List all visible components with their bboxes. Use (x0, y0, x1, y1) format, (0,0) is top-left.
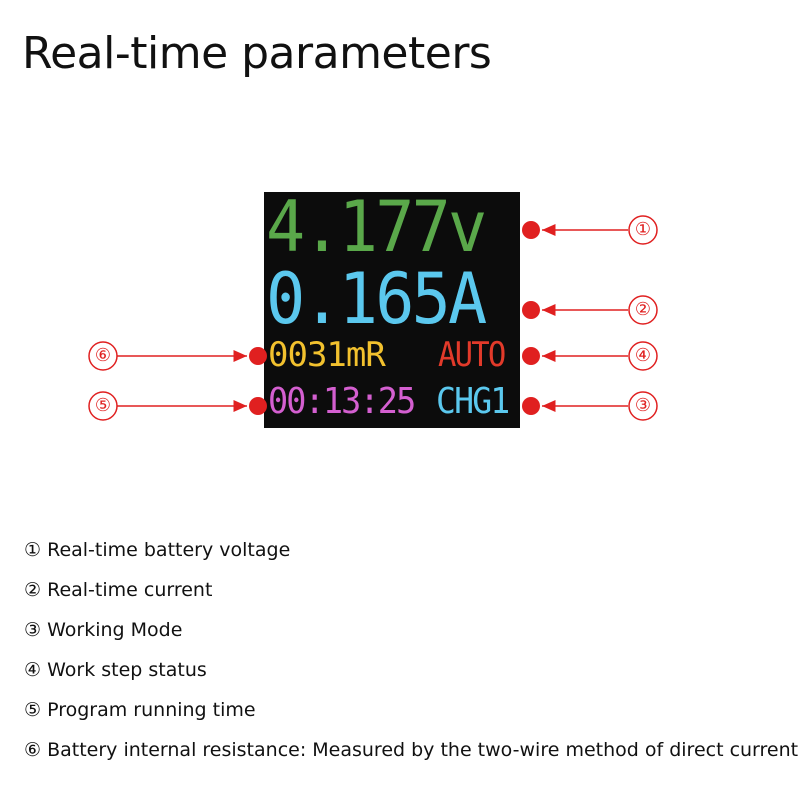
resistance-readout: 0031mR (268, 335, 386, 375)
mode-readout: CHG1 (436, 381, 510, 422)
callout-label-5: ⑤ (94, 395, 112, 416)
legend-number: ① (24, 539, 42, 561)
callout-2 (522, 295, 658, 325)
legend-item: ① Real-time battery voltage (24, 536, 798, 576)
callout-label-2: ② (634, 299, 652, 320)
callout-label-6: ⑥ (94, 345, 112, 366)
legend-text: Battery internal resistance: Measured by… (47, 739, 799, 761)
callout-1 (522, 215, 658, 245)
lcd-screen: 4.177v 0.165A 0031mR AUTO 00:13:25 CHG1 (264, 192, 520, 428)
legend-number: ④ (24, 659, 42, 681)
legend-number: ⑥ (24, 739, 42, 761)
callout-5 (88, 391, 267, 421)
legend-text: Working Mode (47, 619, 183, 641)
legend-item: ③ Working Mode (24, 616, 798, 656)
legend-text: Program running time (47, 699, 256, 721)
legend-item: ⑥ Battery internal resistance: Measured … (24, 736, 798, 776)
legend-text: Real-time battery voltage (47, 539, 291, 561)
callout-label-4: ④ (634, 345, 652, 366)
callout-6 (88, 341, 267, 371)
callout-4 (522, 341, 658, 371)
callout-label-1: ① (634, 219, 652, 240)
legend-item: ⑤ Program running time (24, 696, 798, 736)
legend-item: ④ Work step status (24, 656, 798, 696)
legend-number: ⑤ (24, 699, 42, 721)
timer-readout: 00:13:25 (268, 381, 416, 422)
legend-item: ② Real-time current (24, 576, 798, 616)
step-status-readout: AUTO (438, 335, 506, 375)
callout-label-3: ③ (634, 395, 652, 416)
current-readout: 0.165A (266, 258, 487, 340)
page-title: Real-time parameters (22, 28, 492, 79)
legend-text: Real-time current (47, 579, 213, 601)
legend-number: ③ (24, 619, 42, 641)
legend-number: ② (24, 579, 42, 601)
callout-3 (522, 391, 658, 421)
legend-text: Work step status (47, 659, 207, 681)
legend-list: ① Real-time battery voltage ② Real-time … (24, 536, 798, 776)
voltage-readout: 4.177v (266, 192, 487, 268)
